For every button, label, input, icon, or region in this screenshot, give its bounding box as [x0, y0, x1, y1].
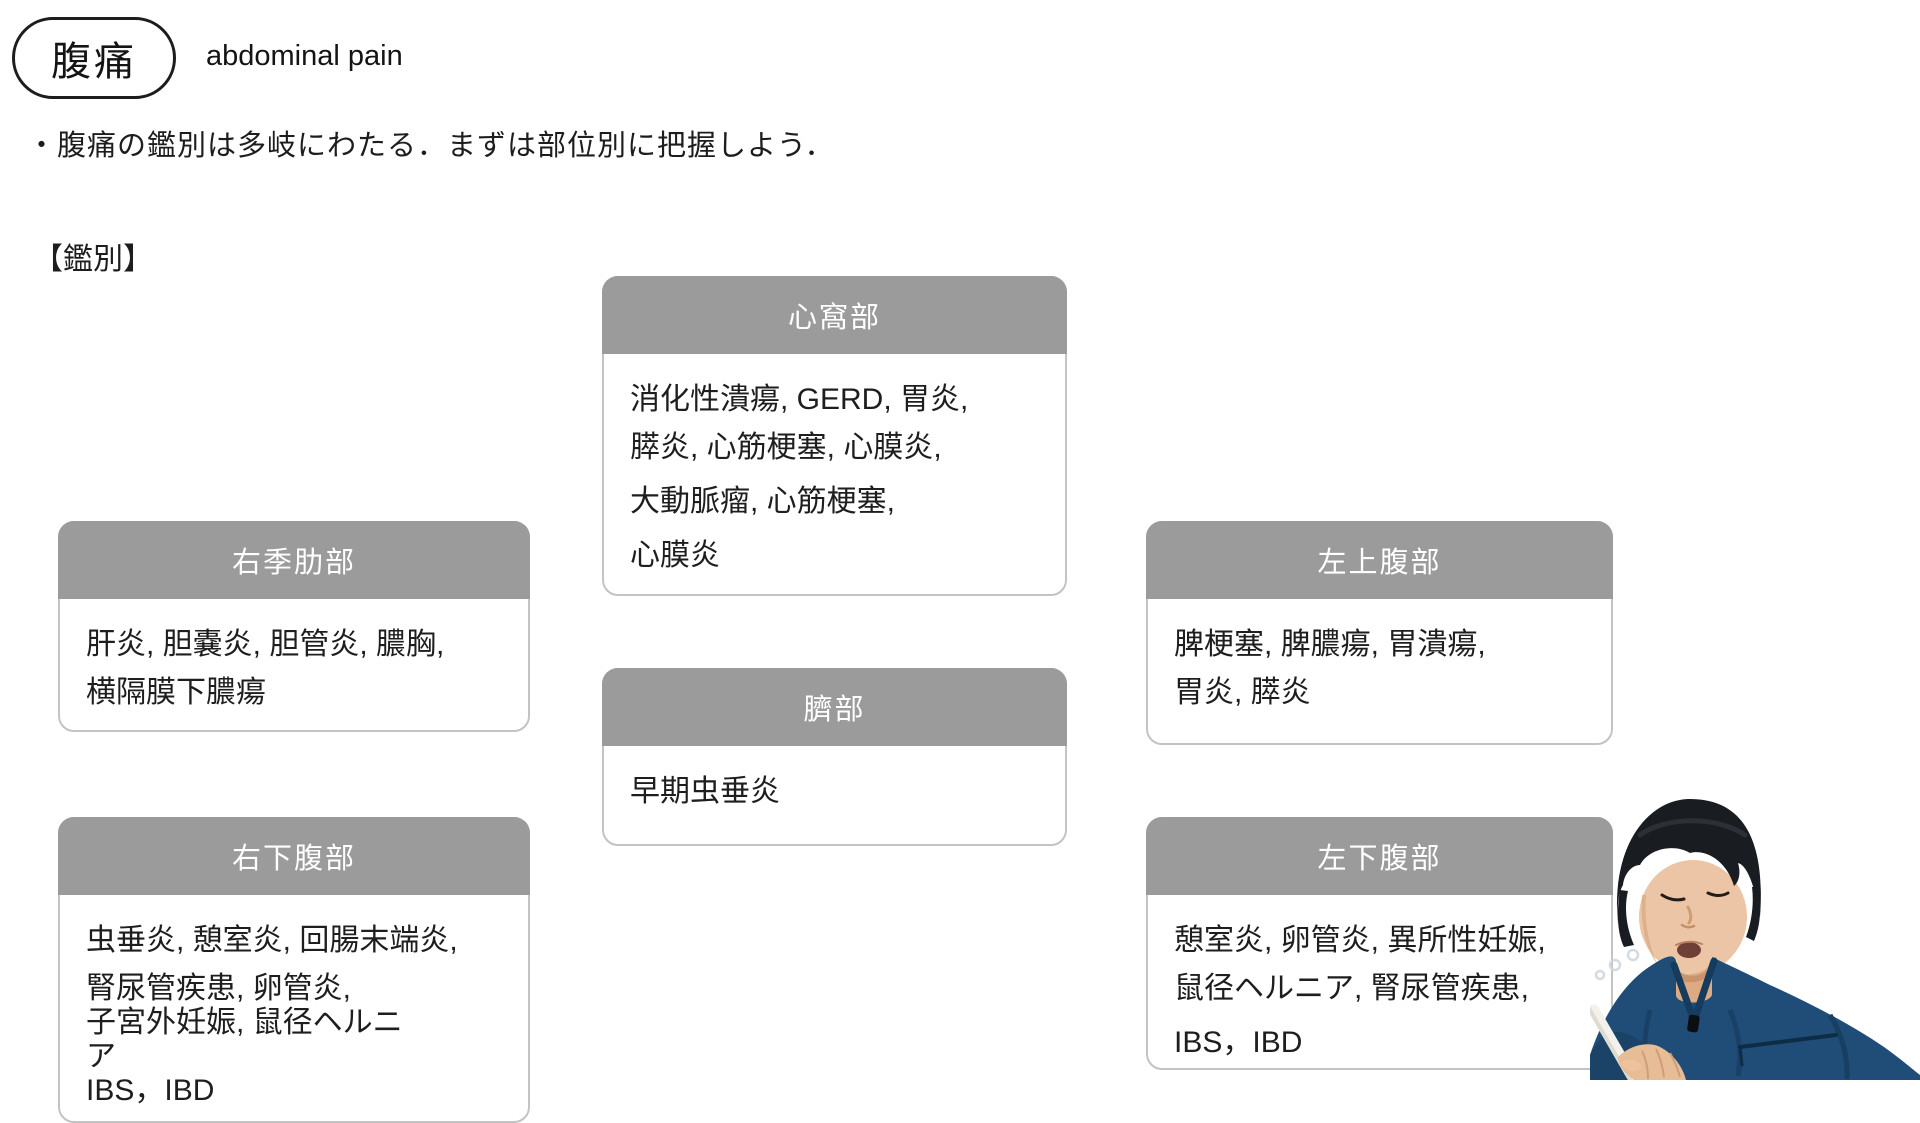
differential-box-left-lower: 左下腹部 憩室炎, 卵管炎, 異所性妊娠, 鼠径ヘルニア, 腎尿管疾患, IBS，I… [1146, 817, 1613, 1070]
box-line: IBS，IBD [86, 1074, 215, 1107]
box-line: 膵炎, 心筋梗塞, 心膜炎, [630, 431, 942, 464]
intro-bullet: ・腹痛の鑑別は多岐にわたる．まずは部位別に把握しよう． [27, 130, 835, 162]
box-line: 子宮外妊娠, 鼠径ヘルニ [86, 1006, 403, 1039]
section-heading-differential: 【鑑別】 [33, 243, 153, 276]
box-body: 憩室炎, 卵管炎, 異所性妊娠, 鼠径ヘルニア, 腎尿管疾患, IBS，IBD [1148, 895, 1611, 1067]
box-title: 右季肋部 [231, 547, 356, 579]
box-line: 消化性潰瘍, GERD, 胃炎, [630, 383, 969, 416]
presenter-figure [1590, 799, 1920, 1080]
box-title: 心窩部 [787, 302, 881, 334]
box-title: 臍部 [803, 694, 866, 726]
box-body: 脾梗塞, 脾膿瘍, 胃潰瘍, 胃炎, 膵炎 [1148, 599, 1611, 717]
box-line: IBS，IBD [1174, 1026, 1303, 1059]
page-title: 腹痛 [51, 40, 137, 84]
box-line: 肝炎, 胆嚢炎, 胆管炎, 膿胸, [86, 628, 445, 661]
box-body: 虫垂炎, 憩室炎, 回腸末端炎, 腎尿管疾患, 卵管炎,子宮外妊娠, 鼠径ヘルニア… [60, 895, 528, 1115]
box-line: 鼠径ヘルニア, 腎尿管疾患, [1174, 972, 1530, 1005]
box-line: 心膜炎 [630, 539, 720, 572]
lecture-slide: 腹痛 abdominal pain ・腹痛の鑑別は多岐にわたる．まずは部位別に把… [12, 17, 1920, 1123]
box-title: 左上腹部 [1317, 547, 1442, 579]
mouth [1677, 942, 1701, 958]
title-oval: 腹痛 [12, 17, 176, 99]
presenter-video [1590, 795, 1920, 1080]
box-body: 消化性潰瘍, GERD, 胃炎, 膵炎, 心筋梗塞, 心膜炎, 大動脈瘤, 心筋梗塞… [604, 354, 1065, 580]
box-title: 左下腹部 [1317, 843, 1442, 875]
box-body: 早期虫垂炎 [604, 746, 1065, 816]
hair [1616, 799, 1761, 925]
box-line: 脾梗塞, 脾膿瘍, 胃潰瘍, [1174, 628, 1486, 661]
box-body: 肝炎, 胆嚢炎, 胆管炎, 膿胸, 横隔膜下膿瘍 [60, 599, 528, 717]
differential-box-right-lower: 右下腹部 虫垂炎, 憩室炎, 回腸末端炎, 腎尿管疾患, 卵管炎,子宮外妊娠, 鼠… [58, 817, 530, 1123]
differential-box-right-hypochondrium: 右季肋部 肝炎, 胆嚢炎, 胆管炎, 膿胸, 横隔膜下膿瘍 [58, 521, 530, 732]
chest-pocket [1738, 1033, 1838, 1049]
box-line: 大動脈瘤, 心筋梗塞, [630, 485, 896, 518]
differential-box-left-upper: 左上腹部 脾梗塞, 脾膿瘍, 胃潰瘍, 胃炎, 膵炎 [1146, 521, 1613, 745]
box-line: 胃炎, 膵炎 [1174, 676, 1311, 709]
differential-box-epigastric: 心窩部 消化性潰瘍, GERD, 胃炎, 膵炎, 心筋梗塞, 心膜炎, 大動脈瘤, … [602, 276, 1067, 596]
box-line: 憩室炎, 卵管炎, 異所性妊娠, [1174, 924, 1546, 957]
clip-mic [1687, 1014, 1700, 1033]
hand [1618, 1044, 1686, 1080]
box-title: 右下腹部 [231, 843, 356, 875]
box-line: 早期虫垂炎 [630, 775, 780, 808]
scrub-top [1590, 956, 1920, 1080]
differential-box-umbilical: 臍部 早期虫垂炎 [602, 668, 1067, 846]
box-line: 虫垂炎, 憩室炎, 回腸末端炎, [86, 924, 458, 957]
box-line: 横隔膜下膿瘍 [86, 676, 266, 709]
box-line: 腎尿管疾患, 卵管炎, [86, 972, 352, 1005]
box-line: ア [86, 1040, 116, 1073]
eyes [1660, 893, 1686, 902]
page-title-english: abdominal pain [206, 40, 403, 72]
